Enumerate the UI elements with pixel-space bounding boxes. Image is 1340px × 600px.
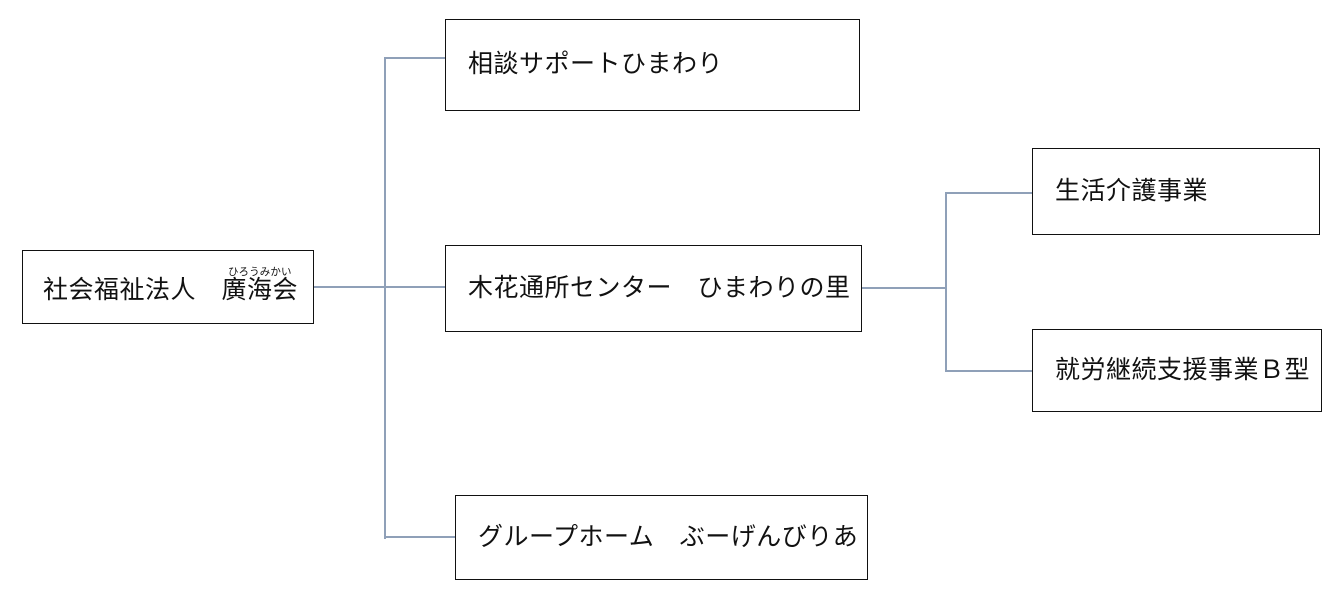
node-center-label: 木花通所センター ひまわりの里: [468, 274, 851, 302]
node-root-label: 社会福祉法人 廣海会ひろうみかい: [23, 267, 308, 306]
node-soudan-support-himawari[interactable]: 相談サポートひまわり: [445, 19, 860, 111]
node-shurou-label: 就労継続支援事業Ｂ型: [1055, 356, 1311, 384]
connector-center-to-trunk: [861, 287, 947, 289]
node-seikatsu-label: 生活介護事業: [1055, 177, 1209, 205]
connector-trunk-to-center: [384, 286, 447, 288]
node-group-home-bougenbiria[interactable]: グループホーム ぶーげんびりあ: [455, 495, 868, 580]
node-root-label-ruby: 廣海会ひろうみかい: [221, 268, 299, 305]
node-konohana-center[interactable]: 木花通所センター ひまわりの里: [445, 245, 862, 332]
node-soudan-label: 相談サポートひまわり: [468, 51, 724, 79]
node-root-label-prefix: 社会福祉法人: [43, 277, 222, 305]
node-root-ruby-reading: ひろうみかい: [221, 267, 299, 279]
node-shurou-keizoku-shien-jigyou[interactable]: 就労継続支援事業Ｂ型: [1032, 329, 1322, 412]
node-seikatsu-kaigo-jigyou[interactable]: 生活介護事業: [1032, 148, 1320, 235]
node-root-corporation[interactable]: 社会福祉法人 廣海会ひろうみかい: [22, 250, 314, 324]
connector-trunk-vertical-right: [945, 192, 947, 372]
connector-trunk-to-shurou: [945, 370, 1034, 372]
connector-trunk-vertical-left: [384, 57, 386, 539]
connector-trunk-to-soudan: [384, 57, 447, 59]
connector-trunk-to-seikatsu: [945, 192, 1034, 194]
node-group-home-label: グループホーム ぶーげんびりあ: [478, 523, 859, 551]
connector-trunk-to-group-home: [384, 536, 457, 538]
connector-root-to-trunk: [312, 286, 448, 288]
node-root-ruby-base: 廣海会: [221, 277, 299, 305]
